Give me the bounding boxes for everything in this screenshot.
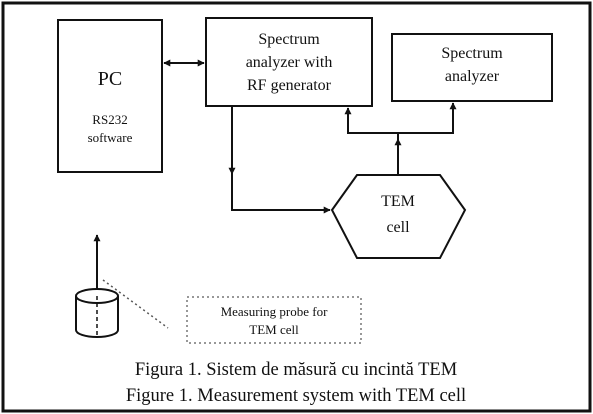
probe-label-block: Measuring probe for TEM cell <box>186 296 362 344</box>
pc-software-label: software <box>88 130 133 145</box>
probe-callout-leader <box>102 279 169 329</box>
tem-cell-to-analyzer-arrow <box>398 102 457 134</box>
tem-cell-label-line1: TEM <box>381 193 415 210</box>
generator-label-line1: Spectrum <box>258 31 320 48</box>
pc-title: PC <box>98 68 122 90</box>
analyzer-block: Spectrum analyzer <box>391 33 553 102</box>
analyzer-label-line2: analyzer <box>445 68 500 85</box>
tem-cell-to-generator-arrow <box>344 107 398 134</box>
generator-box <box>205 17 373 107</box>
tem-cell-label-line2: cell <box>386 219 410 236</box>
probe-label-line2: TEM cell <box>249 322 299 337</box>
generator-block: Spectrum analyzer with RF generator <box>205 17 373 107</box>
pc-box <box>57 19 163 173</box>
generator-to-tem-cell-arrow <box>231 106 331 214</box>
measuring-probe <box>75 234 119 338</box>
probe-cylinder-body <box>75 296 119 338</box>
caption-english: Figure 1. Measurement system with TEM ce… <box>126 386 466 406</box>
probe-label-line1: Measuring probe for <box>221 304 329 319</box>
generator-label-line3: RF generator <box>247 77 332 94</box>
analyzer-label-line1: Spectrum <box>441 45 503 62</box>
tem-cell-block: TEM cell <box>330 174 467 259</box>
generator-label-line2: analyzer with <box>246 54 333 71</box>
pc-block: PC RS232 software <box>57 19 163 173</box>
analyzer-box <box>391 33 553 102</box>
pc-rs232-label: RS232 <box>92 112 127 127</box>
tem-cell-hexagon <box>330 174 467 259</box>
probe-label-box <box>186 296 362 344</box>
caption-romanian: Figura 1. Sistem de măsură cu incintă TE… <box>135 360 457 380</box>
